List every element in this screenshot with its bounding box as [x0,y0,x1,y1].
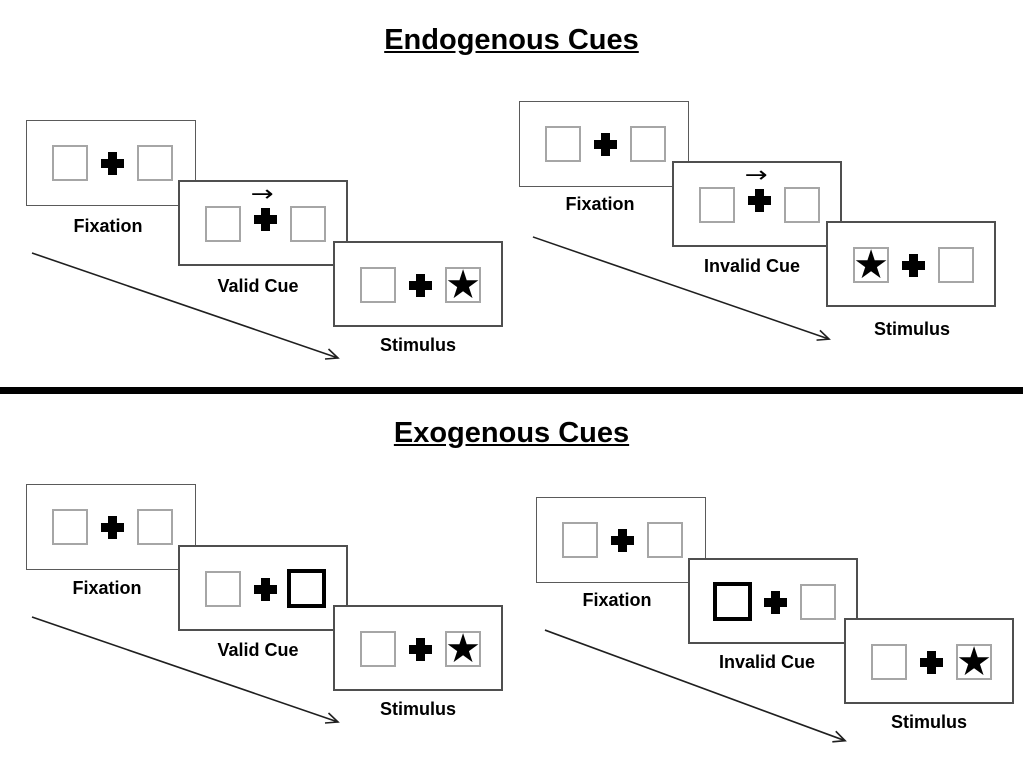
panel-label-fixation: Fixation [565,194,635,214]
left-box [360,267,396,303]
left-box [52,509,88,545]
fixation-cross-icon [101,152,124,175]
panel-label-stimulus: Stimulus [379,335,456,355]
sequence-arrow-icon [532,236,831,341]
panel-label-fixation: Fixation [72,578,142,598]
fixation-cross-icon [611,529,634,552]
panel-label-stimulus: Stimulus [873,319,950,339]
panel-label-invalid-cue: Invalid Cue [703,256,801,276]
valid-cue-panel [178,545,348,631]
right-box [647,522,683,558]
highlighted-right-box [287,569,326,608]
right-box [137,509,173,545]
stimulus-panel: ★ [844,618,1014,704]
left-box [205,206,241,242]
left-box [699,187,735,223]
cue-arrow-icon: → [250,182,274,207]
fixation-panel [26,120,196,206]
sequence-arrow-icon [544,629,847,743]
left-box [360,631,396,667]
star-icon: ★ [445,262,481,308]
section-title-endogenous: Endogenous Cues [384,24,639,56]
panel-label-fixation: Fixation [73,216,143,236]
fixation-cross-icon [902,254,925,277]
fixation-cross-icon [920,651,943,674]
star-icon: ★ [956,639,992,685]
right-box [137,145,173,181]
fixation-cross-icon [764,591,787,614]
right-box: ★ [445,262,481,308]
right-box [630,126,666,162]
right-box: ★ [445,626,481,672]
left-box [871,644,907,680]
fixation-cross-icon [409,638,432,661]
highlighted-left-box [713,582,752,621]
section-divider [0,387,1023,394]
fixation-panel [519,101,689,187]
panel-label-fixation: Fixation [582,590,652,610]
cue-arrow-icon: → [744,163,768,188]
left-box [205,571,241,607]
panel-label-stimulus: Stimulus [379,699,456,719]
stimulus-panel: ★ [826,221,996,307]
stimulus-panel: ★ [333,241,503,327]
left-box [562,522,598,558]
fixation-panel [536,497,706,583]
star-icon: ★ [853,242,889,288]
right-box: ★ [956,639,992,685]
invalid-cue-panel [688,558,858,644]
panel-label-valid-cue: Valid Cue [217,640,299,660]
sequence-arrow-icon [31,252,340,360]
fixation-panel [26,484,196,570]
sequence-arrow-icon [31,616,340,724]
panel-label-invalid-cue: Invalid Cue [718,652,816,672]
left-box: ★ [853,242,889,288]
fixation-cross-icon [254,208,277,231]
fixation-cross-icon [748,189,771,212]
fixation-cross-icon [101,516,124,539]
stimulus-panel: ★ [333,605,503,691]
fixation-cross-icon [409,274,432,297]
right-box [800,584,836,620]
section-title-exogenous: Exogenous Cues [393,417,630,449]
panel-label-valid-cue: Valid Cue [217,276,299,296]
right-box [784,187,820,223]
invalid-cue-panel: → [672,161,842,247]
left-box [545,126,581,162]
right-box [938,247,974,283]
right-box [290,206,326,242]
left-box [52,145,88,181]
panel-label-stimulus: Stimulus [890,712,967,732]
valid-cue-panel: → [178,180,348,266]
fixation-cross-icon [594,133,617,156]
fixation-cross-icon [254,578,277,601]
star-icon: ★ [445,626,481,672]
